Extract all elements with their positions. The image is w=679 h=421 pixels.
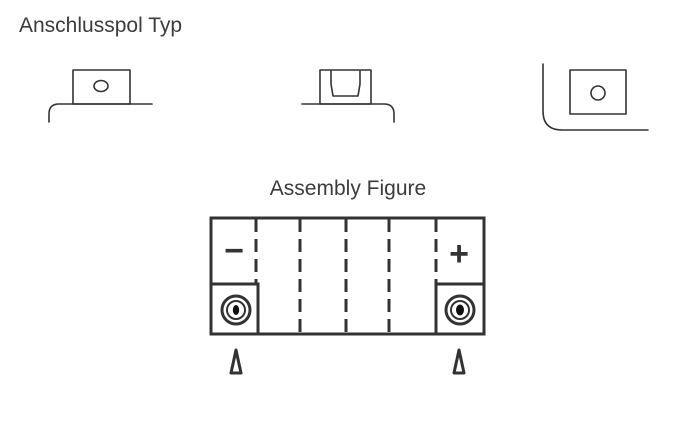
- recessed-tab-terminal-icon: [301, 69, 395, 123]
- corner-offset-terminal-icon: [542, 63, 649, 131]
- negative-vent-arrow-icon: [229, 348, 243, 375]
- positive-terminal-box: [434, 282, 486, 336]
- terminal-type-heading: Anschlusspol Typ: [19, 14, 183, 37]
- battery-assembly-figure: − +: [209, 216, 486, 375]
- assembly-figure-heading: Assembly Figure: [269, 177, 427, 200]
- positive-terminal-post-icon: [444, 294, 476, 326]
- cell-dividers: [254, 219, 438, 333]
- negative-polarity-symbol: −: [224, 232, 244, 270]
- flat-tab-terminal-icon: [48, 69, 153, 123]
- positive-polarity-symbol: +: [449, 235, 469, 273]
- battery-outline: [209, 216, 486, 336]
- positive-vent-arrow-icon: [452, 348, 466, 375]
- negative-terminal-post-icon: [220, 294, 252, 326]
